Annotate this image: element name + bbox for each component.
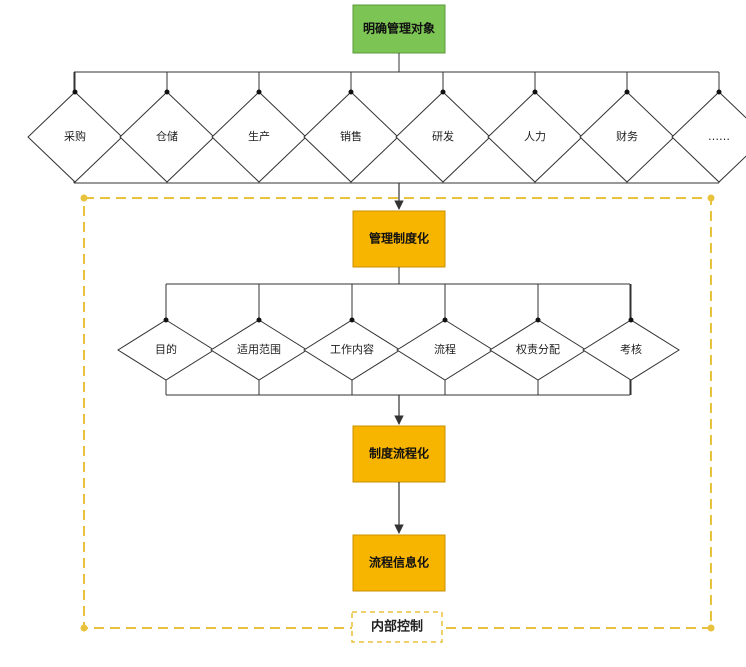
- diamond-dot: [256, 89, 262, 95]
- process-box: [352, 425, 446, 483]
- diamond-dot: [442, 317, 448, 323]
- diamond-label: 考核: [620, 342, 642, 356]
- diamond-label: ……: [708, 130, 730, 143]
- diamond-label: 销售: [340, 129, 362, 143]
- diamond-label: 目的: [155, 342, 177, 356]
- system-diamond-group: 目的 适用范围 工作内容 流程 权责分配 考核: [117, 267, 680, 396]
- diamond-dot: [716, 89, 722, 95]
- manage-objects-box: [352, 4, 446, 54]
- diamond-dot: [624, 89, 630, 95]
- institutionalize-label: 管理制度化: [369, 231, 429, 246]
- frame-label-box: [351, 611, 443, 643]
- diamond-label: 采购: [64, 129, 86, 143]
- diamond-dot: [348, 89, 354, 95]
- frame-corner-dots: [80, 194, 715, 632]
- diamond-label: 流程: [434, 342, 456, 356]
- diamond-label: 人力: [524, 130, 546, 143]
- informatize-label: 流程信息化: [369, 555, 429, 570]
- diamond-label: 工作内容: [330, 342, 374, 356]
- diamond-label: 仓储: [156, 129, 178, 143]
- diamond-dot: [628, 317, 634, 323]
- informatize-box: [352, 534, 446, 592]
- diamond-label: 研发: [432, 129, 454, 143]
- manage-objects-label: 明确管理对象: [363, 21, 435, 36]
- object-diamond-group: 采购 仓储 生产 销售 研发 人力 财务 ……: [27, 53, 746, 184]
- diamond-dot: [532, 89, 538, 95]
- diamond-dot: [535, 317, 541, 323]
- frame-label: 内部控制: [371, 619, 423, 635]
- diamond-label: 生产: [248, 129, 270, 143]
- diamond-label: 权责分配: [516, 343, 560, 356]
- diamond-label: 适用范围: [237, 342, 281, 356]
- process-label: 制度流程化: [369, 446, 429, 461]
- internal-control-frame: [83, 197, 712, 629]
- diamond-dot: [440, 89, 446, 95]
- diamond-dot: [349, 317, 355, 323]
- diamond-dot: [72, 89, 78, 95]
- diamond-dot: [164, 89, 170, 95]
- diamond-dot: [256, 317, 262, 323]
- diamond-label: 财务: [616, 129, 638, 143]
- diamond-dot: [163, 317, 169, 323]
